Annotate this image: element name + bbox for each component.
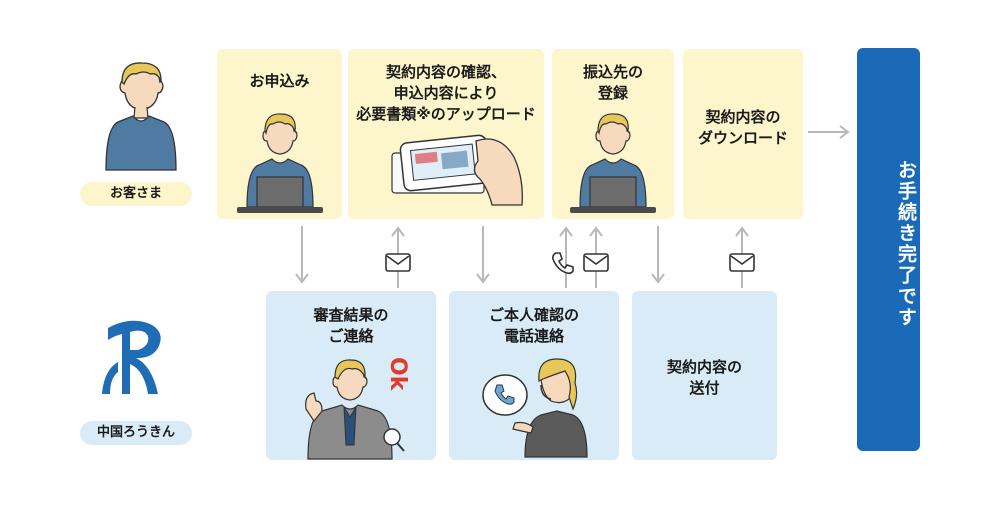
completion-box: お手続き完了です xyxy=(857,48,920,451)
envelope-icon xyxy=(385,253,411,272)
chugoku-rokin-logo xyxy=(102,320,161,394)
ok-badge: Ok xyxy=(385,357,410,391)
person-laptop-illustration-2 xyxy=(570,113,656,213)
step-screening-result: 審査結果の ご連絡 Ok xyxy=(266,291,436,460)
operator-headset-illustration xyxy=(482,358,588,458)
customer-label: お客さま xyxy=(80,182,192,206)
step-upload-label: 契約内容の確認、 申込内容により 必要書類※のアップロード xyxy=(356,63,536,123)
customer-avatar xyxy=(105,62,177,171)
step-upload: 契約内容の確認、 申込内容により 必要書類※のアップロード xyxy=(348,49,544,219)
person-laptop-illustration xyxy=(237,113,323,213)
bank-label: 中国ろうきん xyxy=(80,421,192,445)
arrow-to-completion xyxy=(808,125,850,139)
staff-thumbs-up-illustration xyxy=(305,359,405,460)
envelope-icon xyxy=(729,253,755,272)
step-contract-download: 契約内容の ダウンロード xyxy=(683,49,803,219)
step-screening-result-label: 審査結果の ご連絡 xyxy=(313,306,389,345)
step-bank-registration: 振込先の 登録 xyxy=(552,49,674,219)
envelope-icon xyxy=(583,253,609,272)
smartphone-document-illustration xyxy=(391,134,523,206)
step-contract-sending: 契約内容の 送付 xyxy=(632,291,777,460)
completion-label: お手続き完了です xyxy=(895,160,917,328)
step-identity-call: ご本人確認の 電話連絡 xyxy=(449,291,619,460)
step-contract-download-label: 契約内容の ダウンロード xyxy=(697,108,788,147)
step-identity-call-label: ご本人確認の 電話連絡 xyxy=(488,306,579,345)
step-application-label: お申込み xyxy=(249,72,310,90)
step-contract-sending-label: 契約内容の 送付 xyxy=(666,358,742,397)
step-bank-registration-label: 振込先の 登録 xyxy=(582,63,643,102)
step-application: お申込み xyxy=(217,49,342,219)
phone-icon xyxy=(552,252,574,275)
